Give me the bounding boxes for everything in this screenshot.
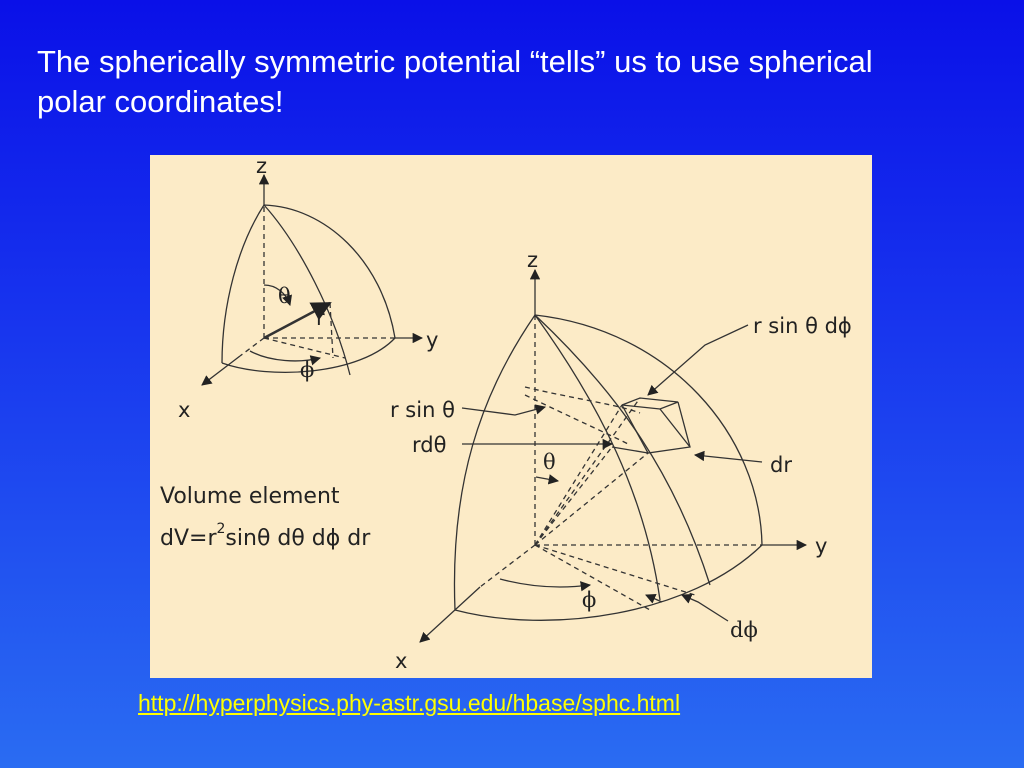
diagram-svg: z y x r θ ϕ bbox=[160, 155, 852, 673]
large-latitude-1a bbox=[524, 386, 641, 414]
large-arc-xz bbox=[453, 314, 536, 611]
title-line-2: polar coordinates! bbox=[37, 84, 284, 119]
large-phi-label: ϕ bbox=[582, 588, 596, 612]
label-dphi: dϕ bbox=[730, 618, 758, 642]
large-meridian-2 bbox=[534, 314, 711, 586]
large-arc-yz bbox=[534, 314, 763, 546]
label-rsinthetadphi: r sin θ dϕ bbox=[753, 314, 852, 338]
small-x-axis-hidden bbox=[239, 337, 265, 357]
large-sphere bbox=[419, 268, 808, 643]
large-x-axis-hidden bbox=[479, 544, 536, 588]
small-phi-label: ϕ bbox=[300, 358, 314, 382]
formula-sup: 2 bbox=[217, 521, 226, 537]
radial-2 bbox=[534, 397, 641, 546]
small-theta-arc bbox=[263, 284, 292, 306]
label-rdtheta: rdθ bbox=[412, 433, 446, 457]
small-arc-yz bbox=[263, 204, 396, 339]
slide-title: The spherically symmetric potential “tel… bbox=[37, 42, 997, 122]
volume-box-edge bbox=[659, 408, 691, 448]
large-x-label: x bbox=[395, 649, 407, 673]
formula-pre: dV=r bbox=[160, 526, 217, 551]
leader-dr bbox=[693, 450, 763, 463]
leader-rsintheta bbox=[461, 404, 547, 416]
volume-formula: dV=r2sinθ dθ dϕ dr bbox=[160, 521, 371, 551]
radial-5 bbox=[534, 544, 651, 611]
leader-rsinthetadphi bbox=[647, 324, 749, 396]
formula-post: sinθ dθ dϕ dr bbox=[225, 526, 371, 551]
large-arc-xy bbox=[454, 544, 763, 621]
large-y-label: y bbox=[815, 534, 827, 558]
radial-4 bbox=[534, 446, 613, 546]
small-arc-xz bbox=[221, 204, 265, 364]
radial-3 bbox=[534, 452, 649, 546]
small-r-vector bbox=[263, 301, 332, 340]
small-phi-arc bbox=[249, 350, 322, 366]
large-latitude-1b bbox=[524, 394, 631, 446]
small-r-label: r bbox=[316, 306, 325, 330]
radial-6 bbox=[534, 544, 696, 596]
small-x-axis bbox=[201, 355, 241, 386]
small-sphere bbox=[201, 173, 424, 386]
large-theta-label: θ bbox=[543, 450, 556, 474]
spherical-coordinates-diagram: z y x r θ ϕ bbox=[150, 155, 872, 678]
large-meridian-1 bbox=[534, 314, 661, 601]
small-y-label: y bbox=[426, 328, 438, 352]
source-link[interactable]: http://hyperphysics.phy-astr.gsu.edu/hba… bbox=[138, 690, 681, 716]
large-theta-arrow bbox=[535, 474, 560, 485]
volume-box-top bbox=[621, 397, 679, 410]
small-drop bbox=[329, 302, 334, 359]
large-phi-arc bbox=[499, 578, 592, 592]
label-dr: dr bbox=[770, 453, 792, 477]
label-rsintheta: r sin θ bbox=[390, 398, 455, 422]
small-x-label: x bbox=[178, 398, 190, 422]
volume-box-side bbox=[621, 401, 691, 454]
dphi-arrow-left bbox=[645, 593, 663, 604]
volume-box-bottom bbox=[611, 446, 649, 454]
title-line-1: The spherically symmetric potential “tel… bbox=[37, 44, 873, 79]
small-projection bbox=[263, 337, 346, 359]
small-arc-meridian bbox=[263, 204, 351, 376]
small-z-label: z bbox=[256, 155, 267, 178]
large-x-axis bbox=[419, 586, 481, 643]
small-theta-label: θ bbox=[278, 284, 291, 308]
small-arc-xy bbox=[221, 337, 396, 373]
radial-1 bbox=[534, 404, 623, 546]
large-z-label: z bbox=[527, 248, 538, 272]
dphi-arrow-right bbox=[681, 593, 729, 622]
volume-caption: Volume element bbox=[160, 484, 340, 509]
